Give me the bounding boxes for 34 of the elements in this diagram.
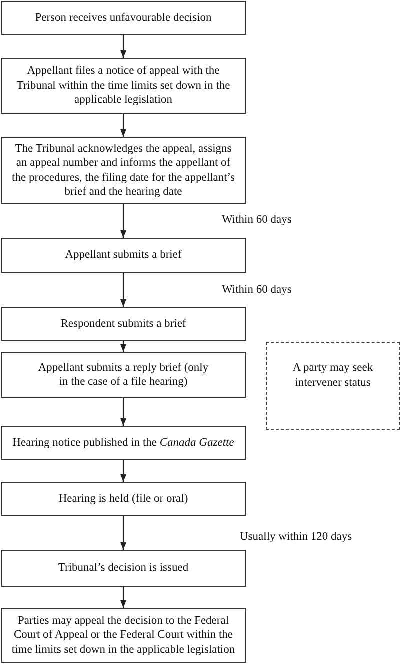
- step-text: Hearing is held (file or oral): [58, 492, 188, 506]
- arrow: [120, 460, 127, 482]
- process-box: [1, 482, 246, 516]
- step-text: Appellant files a notice of appeal with the Tribunal within the time limits set down in the applicable legislation: [16, 64, 232, 108]
- step-text: Parties may appeal the decision to the Federal Court of Appeal or the Federal Court within the time limits set down in the applicable legislation: [11, 614, 236, 658]
- step-text: Appellant submits a reply brief (only in the case of a file hearing): [37, 360, 210, 390]
- process-box: [1, 426, 246, 460]
- arrow: [120, 204, 127, 238]
- process-box: [1, 238, 246, 273]
- step-text: Person receives unfavourable decision: [35, 10, 212, 26]
- step-text: Respondent submits a brief: [60, 316, 186, 332]
- process-box: [1, 1, 246, 35]
- arrow: [120, 114, 127, 137]
- process-box: [1, 58, 246, 114]
- process-box: [1, 352, 246, 398]
- arrow: [120, 341, 127, 352]
- duration-note: Usually within 120 days: [240, 530, 352, 544]
- duration-note: Within 60 days: [222, 213, 292, 228]
- duration-note: Within 60 days: [222, 283, 292, 298]
- arrow: [120, 587, 127, 608]
- arrow: [120, 35, 127, 58]
- step-text: Hearing notice published in the Canada Gazette: [12, 436, 234, 450]
- note-box: [266, 342, 400, 430]
- arrow: [120, 273, 127, 307]
- process-box: [1, 307, 246, 341]
- step-text: A party may seek intervener status: [292, 361, 374, 390]
- arrow: [120, 398, 127, 426]
- process-box: [1, 137, 246, 204]
- process-box: [1, 608, 246, 663]
- step-text: Appellant submits a brief: [65, 248, 182, 263]
- step-text: Tribunal’s decision is issued: [58, 561, 189, 576]
- arrow: [120, 516, 127, 550]
- process-box: [1, 550, 246, 587]
- step-text: The Tribunal acknowledges the appeal, assigns an appeal number and informs the appellant of the procedures, the filing date for the appellant’s brief and the hearing date: [11, 142, 236, 200]
